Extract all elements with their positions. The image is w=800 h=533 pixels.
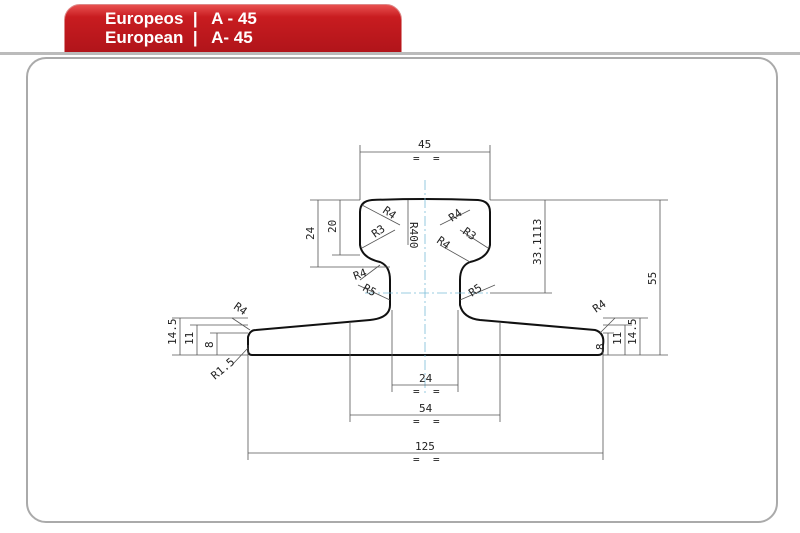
drawing-frame — [26, 57, 778, 523]
dim-24-head: 24 — [304, 226, 317, 240]
dim-45: 45 — [418, 138, 431, 151]
eq: = — [433, 152, 440, 165]
dim-54: 54 — [419, 402, 433, 415]
r3: R3 — [460, 225, 478, 243]
eq: = — [413, 152, 420, 165]
r1-5: R1.5 — [209, 355, 238, 382]
dim-11-left: 11 — [183, 332, 196, 345]
dim-8-right: 8 — [594, 343, 607, 350]
eq: = — [433, 453, 440, 466]
r4: R4 — [380, 204, 399, 222]
dim-125: 125 — [415, 440, 435, 453]
dim-55: 55 — [646, 272, 659, 285]
eq: = — [413, 385, 420, 398]
r4: R4 — [590, 297, 609, 315]
r5: R5 — [361, 281, 379, 299]
r3: R3 — [369, 222, 387, 240]
eq: = — [433, 415, 440, 428]
dim-33: 33.1113 — [531, 219, 544, 265]
r400: R400 — [407, 222, 420, 249]
r4: R4 — [446, 206, 465, 224]
dim-11-right: 11 — [611, 332, 624, 345]
eq: = — [413, 453, 420, 466]
r4: R4 — [434, 234, 453, 252]
title-es: Europeos | A - 45 — [105, 9, 257, 28]
dim-8-left: 8 — [203, 341, 216, 348]
r5: R5 — [466, 281, 484, 299]
eq: = — [433, 385, 440, 398]
dimension-lines — [172, 145, 668, 460]
r4: R4 — [231, 300, 250, 318]
header-divider — [0, 52, 800, 55]
r4: R4 — [352, 266, 369, 283]
title-en: European | A- 45 — [105, 28, 253, 47]
dim-14-5-right: 14.5 — [626, 319, 639, 346]
header-tab: Europeos | A - 45 European | A- 45 — [64, 4, 402, 54]
dim-14-5-left: 14.5 — [166, 319, 179, 346]
rail-profile — [247, 198, 605, 356]
dim-20: 20 — [326, 220, 339, 233]
dim-24: 24 — [419, 372, 433, 385]
eq: = — [413, 415, 420, 428]
